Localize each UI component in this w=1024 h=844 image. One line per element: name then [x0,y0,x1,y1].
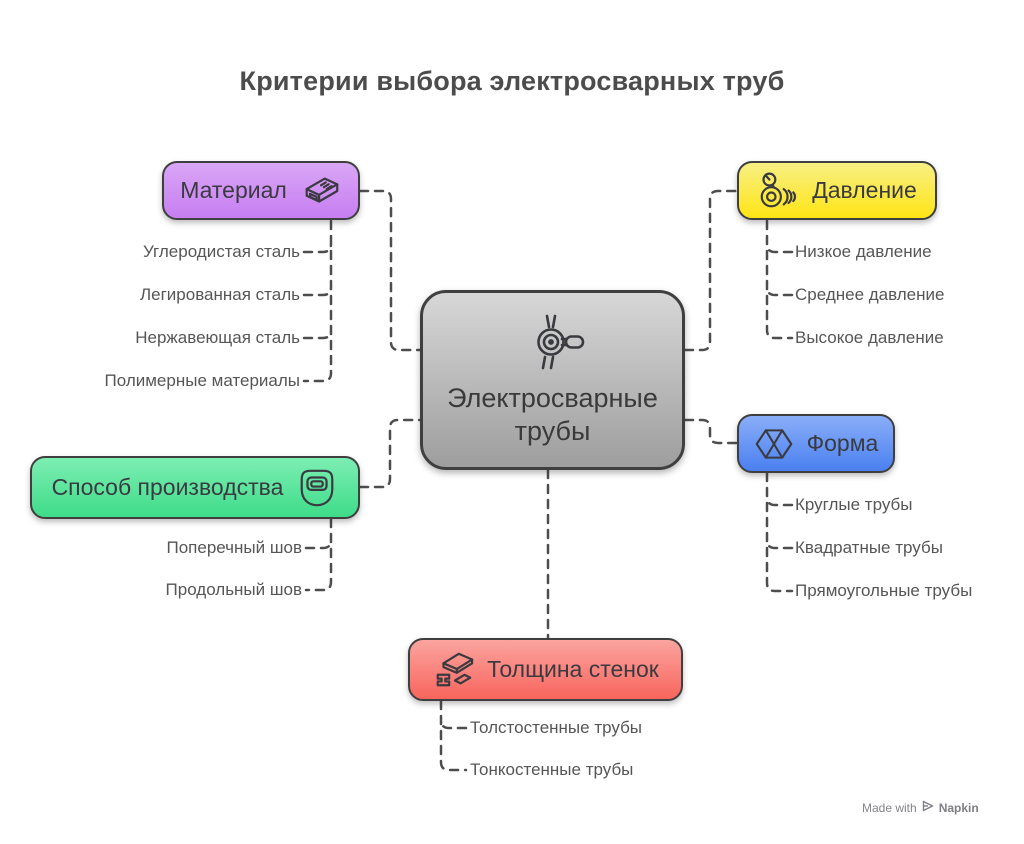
thickness-label: Толщина стенок [487,656,659,682]
welding-mask-icon [296,467,338,509]
pressure-gauge-icon [757,170,799,212]
leaf-item: Продольный шов [165,580,302,599]
connector-material-center [358,189,422,352]
central-node: Электросварные трубы [420,290,685,470]
napkin-logo-icon [922,800,934,815]
leaf-item: Круглые трубы [795,495,913,514]
leaf-item: Высокое давление [795,328,944,347]
metal-ingot-icon [300,170,342,212]
material-items-connector [302,219,333,383]
shape-items-connector [765,471,794,593]
leaf-item: Толстостенные трубы [470,718,643,737]
central-node-label-line2: трубы [514,415,591,446]
branch-node-material: Материал [162,161,360,220]
shape-label: Форма [806,430,879,456]
leaf-item: Нержавеющая сталь [135,328,300,347]
leaf-item: Поперечный шов [166,538,303,557]
production-items-connector [304,517,333,592]
leaf-item: Легированная сталь [140,285,300,304]
watermark-brand: Napkin [938,800,979,815]
pressure-label: Давление [812,177,917,203]
leaf-item: Полимерные материалы [104,371,300,390]
branch-node-thickness: Толщина стенок [408,638,683,701]
page-title: Критерии выбора электросварных труб [239,66,785,96]
leaf-item: Прямоугольные трубы [795,581,973,600]
leaf-item: Среднее давление [795,285,945,304]
welded-pipe-icon [521,313,585,376]
leaf-item: Углеродистая сталь [143,242,300,261]
connector-center-shape [683,418,739,445]
branch-node-production: Способ производства [30,456,360,519]
leaf-item: Тонкостенные трубы [470,760,634,779]
connector-production-center [358,418,422,489]
connector-center-pressure [683,189,739,352]
watermark-prefix: Made with [862,800,917,815]
watermark: Made with Napkin [862,800,979,815]
material-label: Материал [180,177,287,203]
leaf-item: Квадратные трубы [795,538,943,557]
branch-node-shape: Форма [737,414,895,473]
leaf-item: Низкое давление [795,242,932,261]
pressure-items-connector [765,219,794,340]
steel-plate-icon [432,649,474,691]
production-label: Способ производства [51,474,284,500]
central-node-label-line1: Электросварные [447,382,658,413]
branch-node-pressure: Давление [737,161,937,220]
thickness-items-connector [439,699,468,772]
hexagon-prism-icon [754,424,794,464]
